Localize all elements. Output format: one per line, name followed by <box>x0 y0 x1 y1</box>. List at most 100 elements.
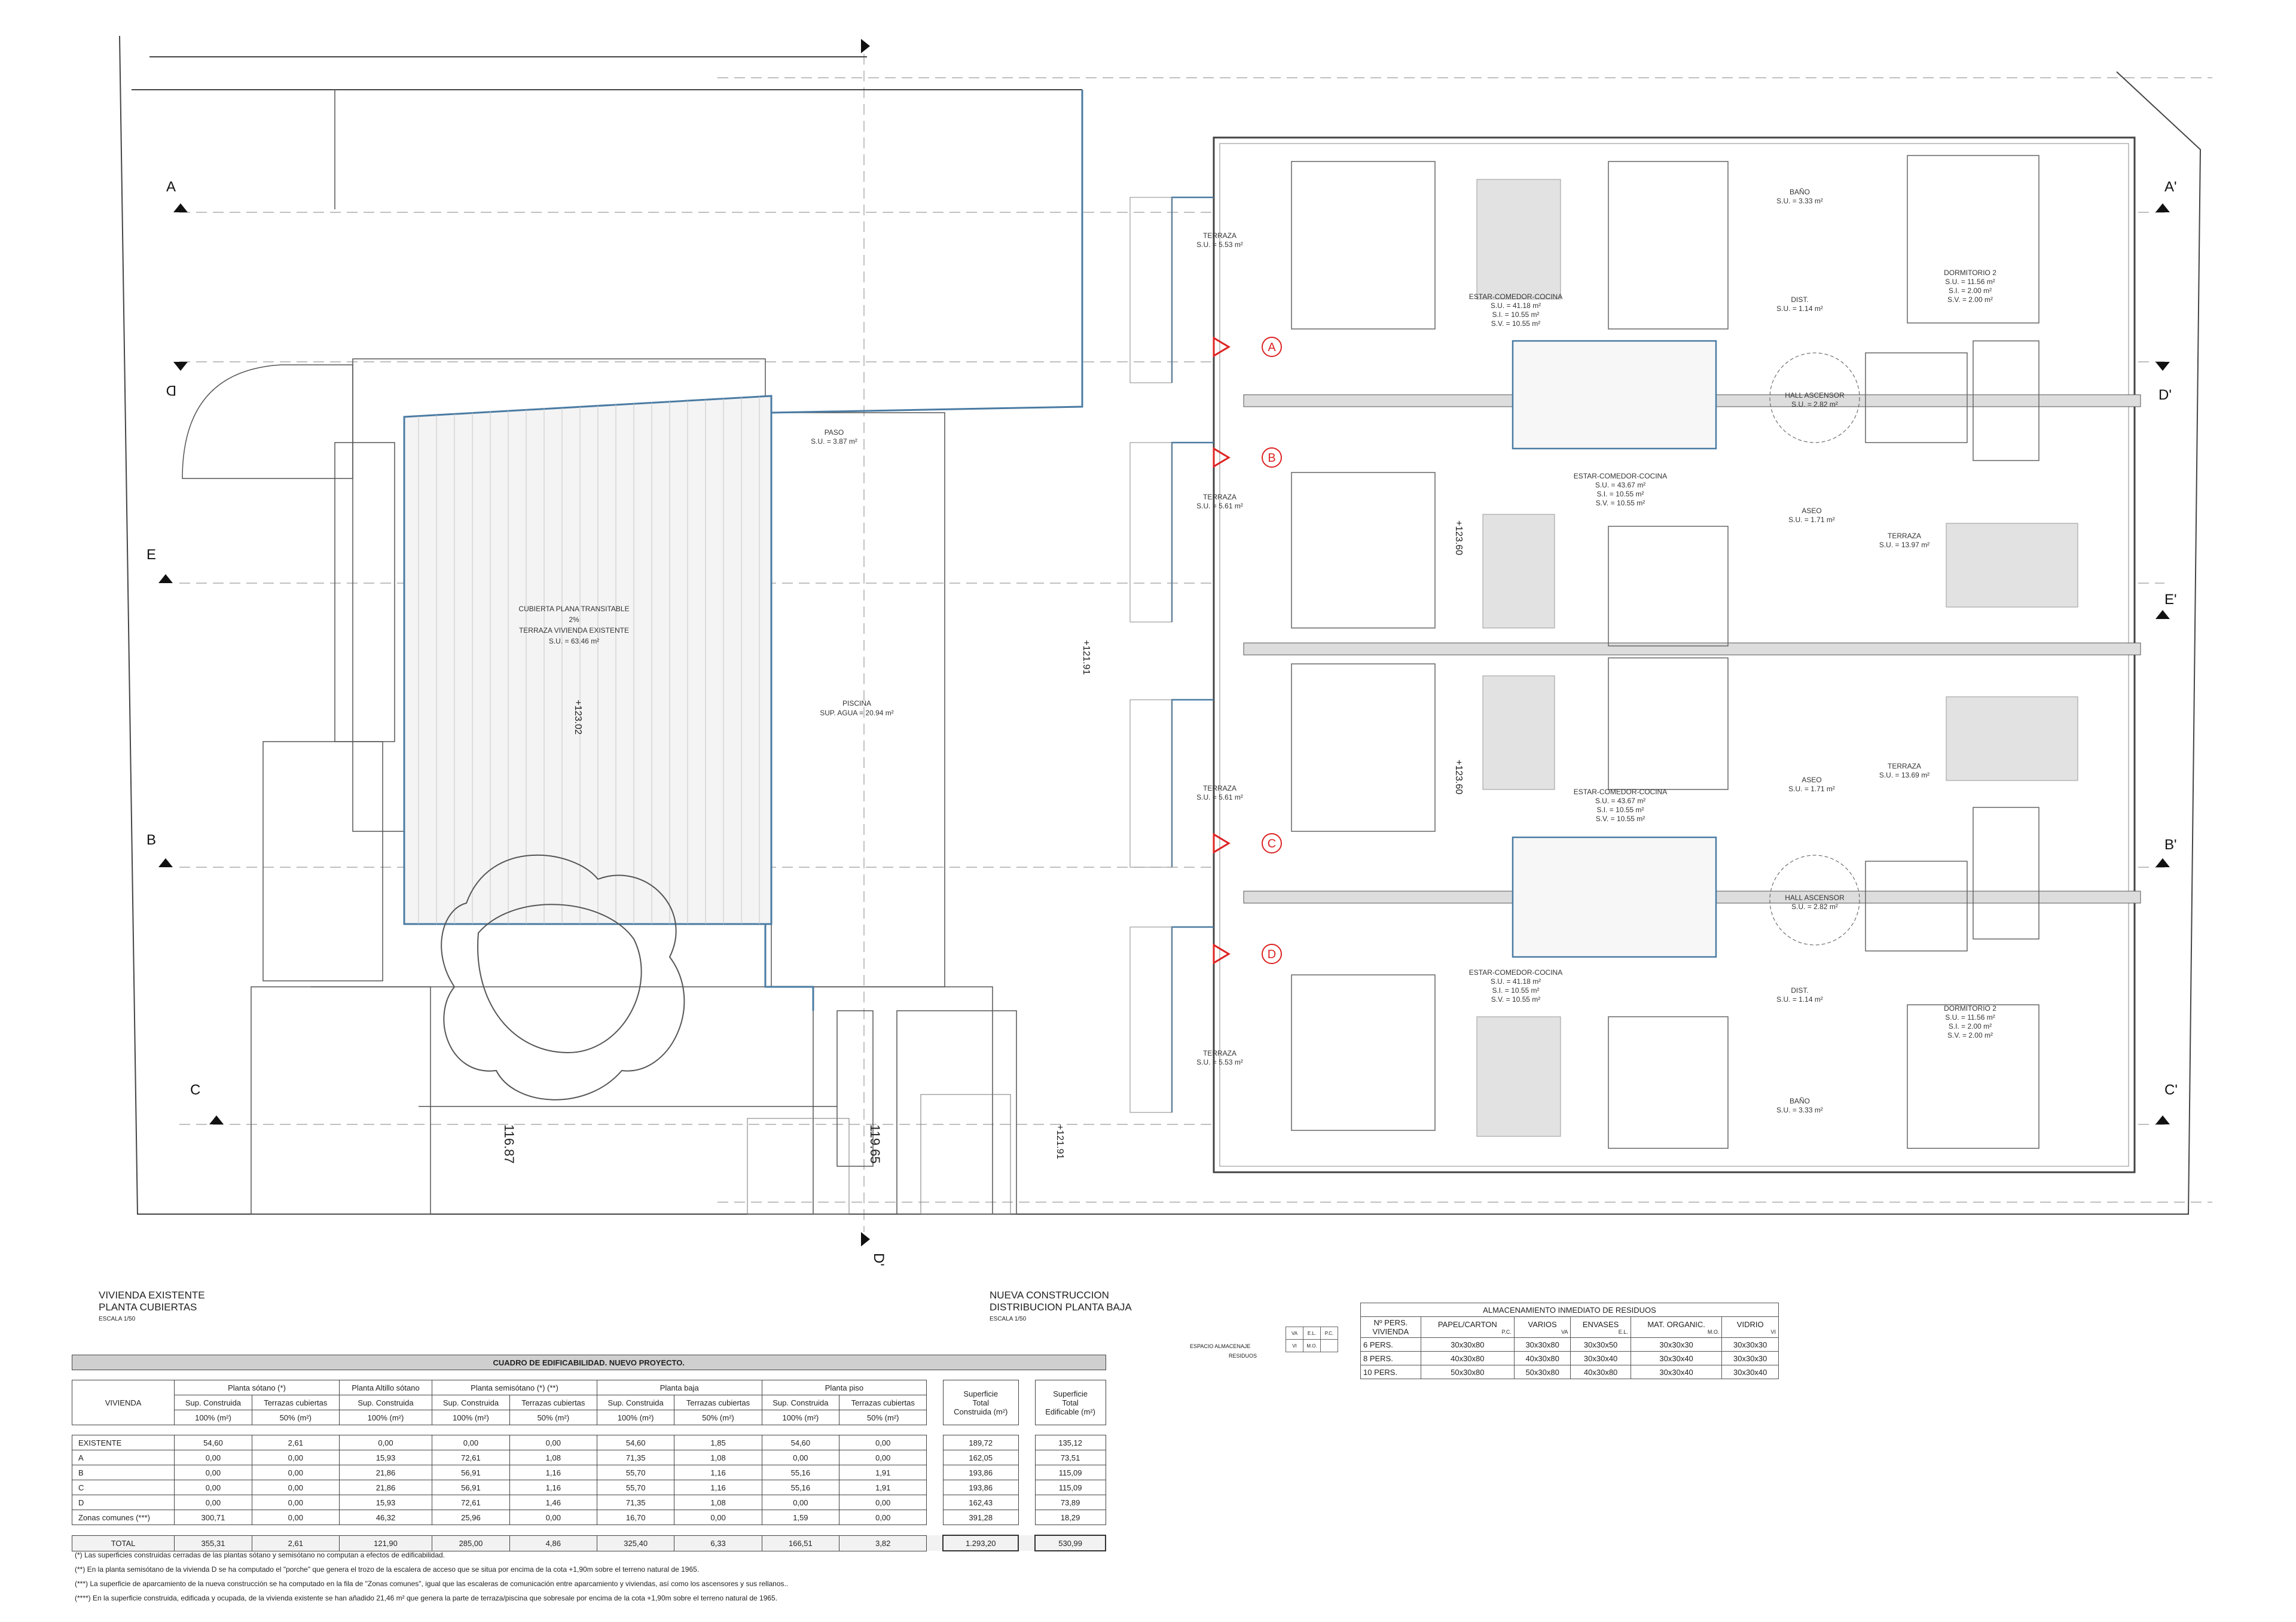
dormitorio-top-su: S.U. = 11.56 m² <box>1945 278 1995 286</box>
row-value: 56,91 <box>432 1480 510 1495</box>
row-value: 0,00 <box>174 1495 252 1510</box>
h-unit-2b: 50% (m²) <box>509 1410 597 1425</box>
row-value: 1,08 <box>674 1450 762 1465</box>
unit-a-label: A <box>1268 341 1276 354</box>
row-value: 1,91 <box>839 1480 927 1495</box>
row-value: 55,16 <box>761 1480 840 1495</box>
row-value: 0,00 <box>174 1480 252 1495</box>
waste-h-5-tag: VI <box>1770 1328 1776 1335</box>
terraza-east-b-area: S.U. = 13.97 m² <box>1879 541 1929 549</box>
hall-bottom: HALL ASCENSOR <box>1785 894 1845 902</box>
dist-bottom: DIST. <box>1791 986 1808 995</box>
estar-b: ESTAR-COMEDOR-COCINA <box>1574 472 1667 480</box>
terraza-east-b: TERRAZA <box>1888 532 1921 540</box>
row-value: 0,00 <box>761 1495 840 1510</box>
row-value: 15,93 <box>338 1495 433 1510</box>
row-value: 55,70 <box>596 1465 675 1480</box>
mini-mo: M.O. <box>1303 1339 1321 1352</box>
h-sup-edif-1: Superficie <box>1053 1389 1088 1398</box>
waste-h-5: VIDRIO VI <box>1721 1316 1779 1338</box>
h-unit-1a: 100% (m²) <box>338 1410 433 1425</box>
waste-row-value: 40x30x80 <box>1513 1351 1571 1365</box>
waste-row-value: 40x30x80 <box>1420 1351 1515 1365</box>
row-value: 1,16 <box>674 1480 762 1495</box>
mini-empty <box>1320 1339 1338 1352</box>
section-e-right: E' <box>2164 592 2177 608</box>
row-value: 162,05 <box>942 1450 1019 1465</box>
row-value: 72,61 <box>432 1495 510 1510</box>
buildability-caption: CUADRO DE EDIFICABILIDAD. NUEVO PROYECTO… <box>72 1355 1106 1370</box>
waste-row-value: 30x30x30 <box>1721 1337 1779 1352</box>
terraza-a-area: S.U. = 5.53 m² <box>1196 240 1243 249</box>
row-value: 71,35 <box>596 1495 675 1510</box>
estar-b-sv: S.V. = 10.55 m² <box>1596 499 1645 507</box>
total-value: 285,00 <box>432 1535 510 1551</box>
total-value: 4,86 <box>509 1535 597 1551</box>
row-value: 0,00 <box>839 1495 927 1510</box>
waste-h-pers-1: Nº PERS. <box>1373 1318 1408 1327</box>
h-sup-total-1: Superficie <box>963 1389 999 1398</box>
terraza-b-area: S.U. = 5.61 m² <box>1196 502 1243 510</box>
row-value: 0,00 <box>509 1435 597 1450</box>
piscina-label: PISCINA <box>842 699 871 708</box>
section-b-left: B <box>146 832 156 848</box>
waste-row-label: 8 PERS. <box>1360 1351 1421 1365</box>
waste-row-label: 6 PERS. <box>1360 1337 1421 1352</box>
title-existing-1: VIVIENDA EXISTENTE <box>99 1289 205 1301</box>
estar-a-si: S.I. = 10.55 m² <box>1492 310 1539 319</box>
row-value: 0,00 <box>839 1510 927 1525</box>
aseo-top-area: S.U. = 1.71 m² <box>1788 516 1835 524</box>
title-new: NUEVA CONSTRUCCION DISTRIBUCION PLANTA B… <box>990 1289 1132 1325</box>
section-d-bottom: D' <box>871 1253 887 1266</box>
h-sub-terr-3: Terrazas cubiertas <box>674 1395 762 1410</box>
total-value: 1.293,20 <box>942 1535 1019 1551</box>
aseo-top: ASEO <box>1802 507 1821 515</box>
roof-terrace-hatch <box>403 395 773 925</box>
row-value: 1,59 <box>761 1510 840 1525</box>
row-value: 0,00 <box>338 1435 433 1450</box>
terraza-d: TERRAZA <box>1203 1049 1236 1057</box>
h-sup-total-2: Total <box>972 1398 989 1407</box>
site-boundary <box>119 35 2202 1215</box>
estar-d-su: S.U. = 41.18 m² <box>1491 977 1541 986</box>
row-value: 0,00 <box>509 1510 597 1525</box>
estar-d-sv: S.V. = 10.55 m² <box>1491 995 1541 1004</box>
section-d-right: D' <box>2158 387 2172 403</box>
level-mid: +121.91 <box>1081 640 1091 675</box>
waste-h-3-label: ENVASES <box>1582 1319 1619 1329</box>
total-value: 3,82 <box>839 1535 927 1551</box>
waste-h-2-label: VARIOS <box>1528 1319 1557 1329</box>
h-unit-3a: 100% (m²) <box>596 1410 675 1425</box>
row-value: 1,08 <box>509 1450 597 1465</box>
row-value: 54,60 <box>174 1435 252 1450</box>
terraza-d-area: S.U. = 5.53 m² <box>1196 1058 1243 1066</box>
waste-row-value: 30x30x30 <box>1721 1351 1779 1365</box>
mini-pc: P.C. <box>1320 1327 1338 1340</box>
section-e-left: E <box>146 547 156 563</box>
h-group-4: Planta piso <box>761 1380 927 1395</box>
waste-h-1-label: PAPEL/CARTON <box>1437 1319 1497 1329</box>
waste-h-4: MAT. ORGANIC.M.O. <box>1630 1316 1723 1338</box>
row-value: 0,00 <box>761 1450 840 1465</box>
mini-vi: VI <box>1286 1339 1303 1352</box>
h-sub-sup-3: Sup. Construida <box>596 1395 675 1410</box>
estar-a-su: S.U. = 41.18 m² <box>1491 301 1541 310</box>
row-value: 25,96 <box>432 1510 510 1525</box>
footnote-3: (***) La superficie de aparcamiento de l… <box>75 1580 789 1588</box>
hall-top: HALL ASCENSOR <box>1785 391 1845 400</box>
waste-row-value: 30x30x40 <box>1630 1351 1723 1365</box>
dormitorio-bottom-sv: S.V. = 2.00 m² <box>1947 1031 1993 1039</box>
waste-caption: ALMACENAMIENTO INMEDIATO DE RESIDUOS <box>1360 1303 1779 1317</box>
row-value: 56,91 <box>432 1465 510 1480</box>
section-markers <box>158 39 2170 1246</box>
waste-h-5-label: VIDRIO <box>1736 1319 1764 1329</box>
row-value: 55,70 <box>596 1480 675 1495</box>
buildability-table: CUADRO DE EDIFICABILIDAD. NUEVO PROYECTO… <box>71 1355 1106 1551</box>
unit-d-label: D <box>1268 948 1276 961</box>
